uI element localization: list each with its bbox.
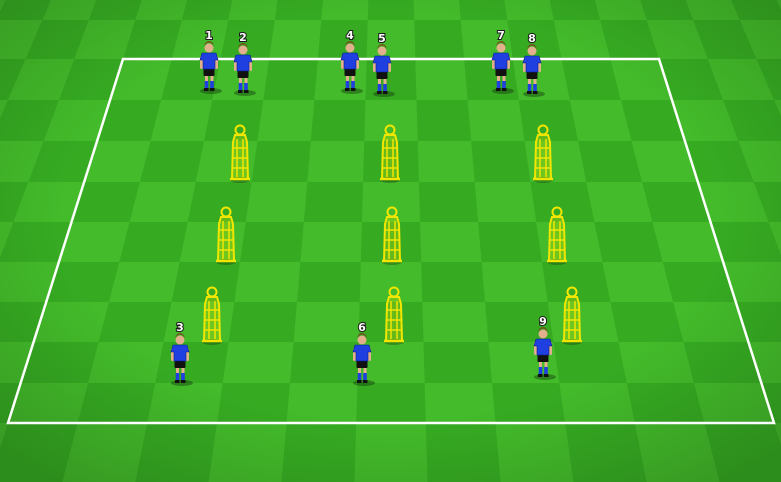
player: 3 xyxy=(170,320,193,386)
player-number-label: 4 xyxy=(346,29,354,42)
player: 1 xyxy=(199,28,222,94)
mannequin-group xyxy=(202,124,582,345)
mannequin-icon xyxy=(380,124,400,183)
player: 2 xyxy=(233,30,256,96)
player-number-label: 9 xyxy=(539,315,547,328)
player-number-label: 8 xyxy=(528,32,536,45)
mannequin-icon xyxy=(384,286,404,345)
player: 6 xyxy=(352,320,375,386)
mannequin-icon xyxy=(562,286,582,345)
player: 7 xyxy=(491,28,514,94)
mannequin-icon xyxy=(533,124,553,183)
player-number-label: 7 xyxy=(497,29,505,42)
player-number-label: 2 xyxy=(239,31,247,44)
mannequin-icon xyxy=(382,206,402,265)
player-group: 1 2 4 5 7 8 3 6 9 xyxy=(170,28,556,386)
player-number-label: 5 xyxy=(378,32,386,45)
player-number-label: 3 xyxy=(176,321,184,334)
player: 8 xyxy=(522,31,545,97)
player: 5 xyxy=(372,31,395,97)
player: 9 xyxy=(533,314,556,380)
player-number-label: 1 xyxy=(205,29,213,42)
mannequin-icon xyxy=(547,206,567,265)
mannequin-icon xyxy=(202,286,222,345)
player: 4 xyxy=(340,28,363,94)
mannequin-icon xyxy=(216,206,236,265)
pitch-boundary xyxy=(6,57,776,425)
mannequin-icon xyxy=(230,124,250,183)
player-number-label: 6 xyxy=(358,321,366,334)
